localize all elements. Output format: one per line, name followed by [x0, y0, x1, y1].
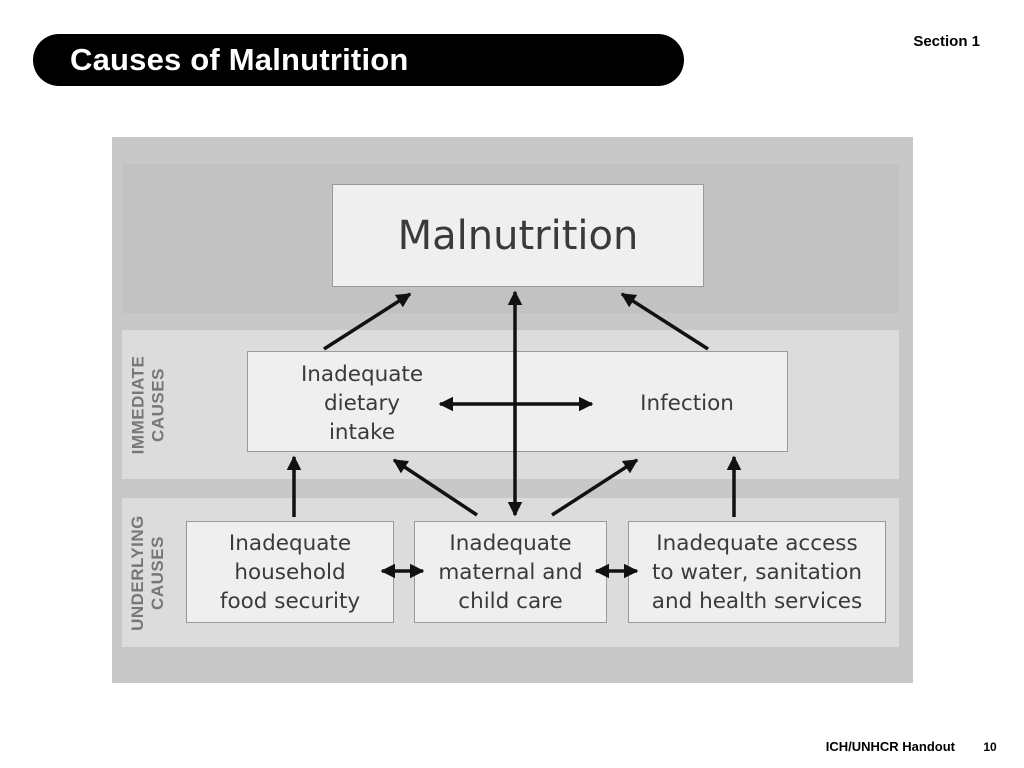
water-line-1: Inadequate access [656, 530, 858, 556]
title-bar: Causes of Malnutrition [33, 34, 684, 86]
care-line-1: Inadequate [449, 530, 572, 556]
arrow-care-to-dietary [392, 458, 478, 517]
food-line-1: Inadequate [228, 530, 352, 556]
food-line-3: food security [219, 588, 361, 614]
dietary-line-3: intake [328, 420, 396, 445]
slide-title: Causes of Malnutrition [70, 42, 409, 77]
water-sanitation-health-box: Inadequate access to water, sanitation a… [628, 521, 886, 623]
water-line-2: to water, sanitation [651, 559, 863, 585]
page-number: 10 [983, 740, 997, 754]
food-line-2: household [234, 559, 346, 585]
water-line-3: and health services [651, 588, 863, 614]
dietary-line-1: Inadequate [300, 362, 424, 387]
arrow-dietary-to-malnutrition [323, 292, 412, 351]
maternal-child-care-box: Inadequate maternal and child care [414, 521, 607, 623]
arrows-layer [286, 290, 742, 579]
dietary-intake-label: Inadequate dietary intake [272, 360, 452, 447]
arrow-care-to-infection [551, 458, 639, 517]
malnutrition-causes-diagram: IMMEDIATE CAUSES UNDERLYING CAUSES Malnu… [112, 137, 913, 683]
food-security-box: Inadequate household food security [186, 521, 394, 623]
care-line-3: child care [458, 588, 563, 614]
infection-label: Infection [640, 391, 734, 416]
dietary-line-2: dietary [323, 391, 401, 416]
malnutrition-box: Malnutrition [332, 184, 704, 287]
footer-source: ICH/UNHCR Handout [825, 739, 955, 754]
section-label: Section 1 [913, 33, 980, 50]
care-line-2: maternal and [438, 559, 583, 585]
arrow-infection-to-malnutrition [620, 292, 709, 351]
